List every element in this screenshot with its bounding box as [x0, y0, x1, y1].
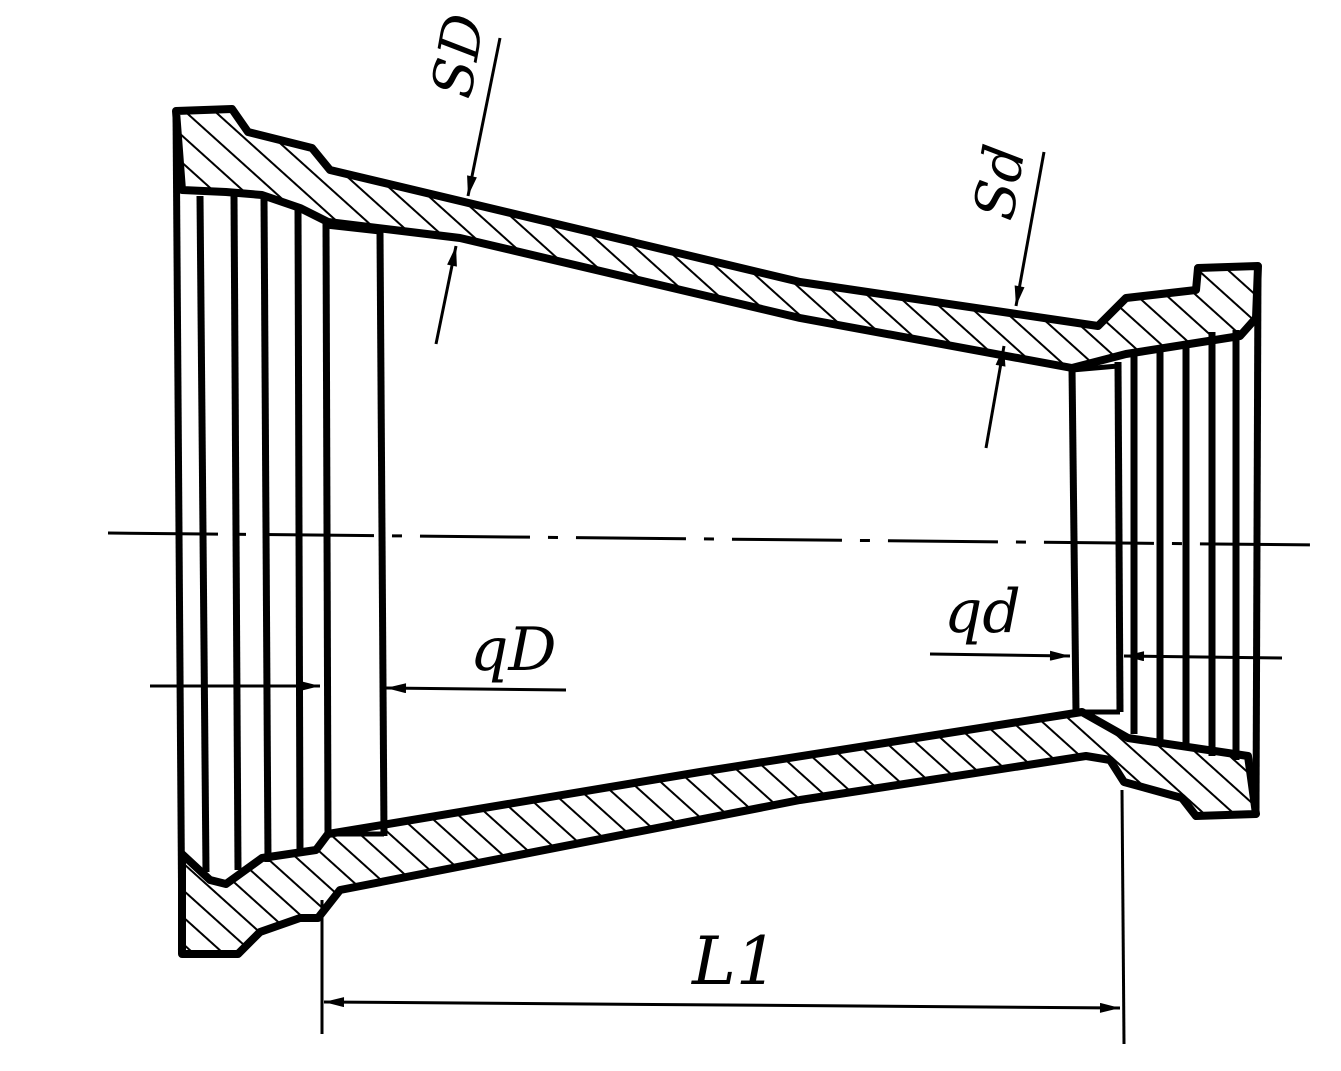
sd-small-arrow-outer [1014, 151, 1046, 307]
label-l1: L1 [691, 923, 778, 1000]
l1-dimension-line [323, 997, 1121, 1013]
section-walls [172, 105, 1262, 958]
qd-small-line-left [929, 650, 1071, 661]
sd-arrow-outer [466, 37, 502, 197]
dimension-sd-small [984, 151, 1046, 449]
label-sd-small: Sd [962, 140, 1039, 224]
sd-arrow-inner [434, 245, 458, 345]
label-sd: SD [420, 9, 498, 102]
bottom-wall-section [178, 708, 1260, 958]
dimension-qd-small [929, 650, 1283, 662]
label-qd-large: qD [470, 615, 557, 685]
qd-small-line-right [1123, 651, 1283, 662]
sd-small-arrow-inner [984, 345, 1006, 449]
label-qd-small: qd [944, 577, 1021, 647]
dimension-qd-large [150, 681, 567, 694]
dimension-l1 [320, 789, 1126, 1045]
left-socket-interior [172, 110, 388, 955]
top-wall-section [172, 105, 1262, 372]
dimension-sd [434, 37, 502, 345]
qd-large-line-right [385, 683, 567, 694]
right-socket-interior [1068, 265, 1262, 815]
l1-extension-right [1120, 789, 1126, 1045]
